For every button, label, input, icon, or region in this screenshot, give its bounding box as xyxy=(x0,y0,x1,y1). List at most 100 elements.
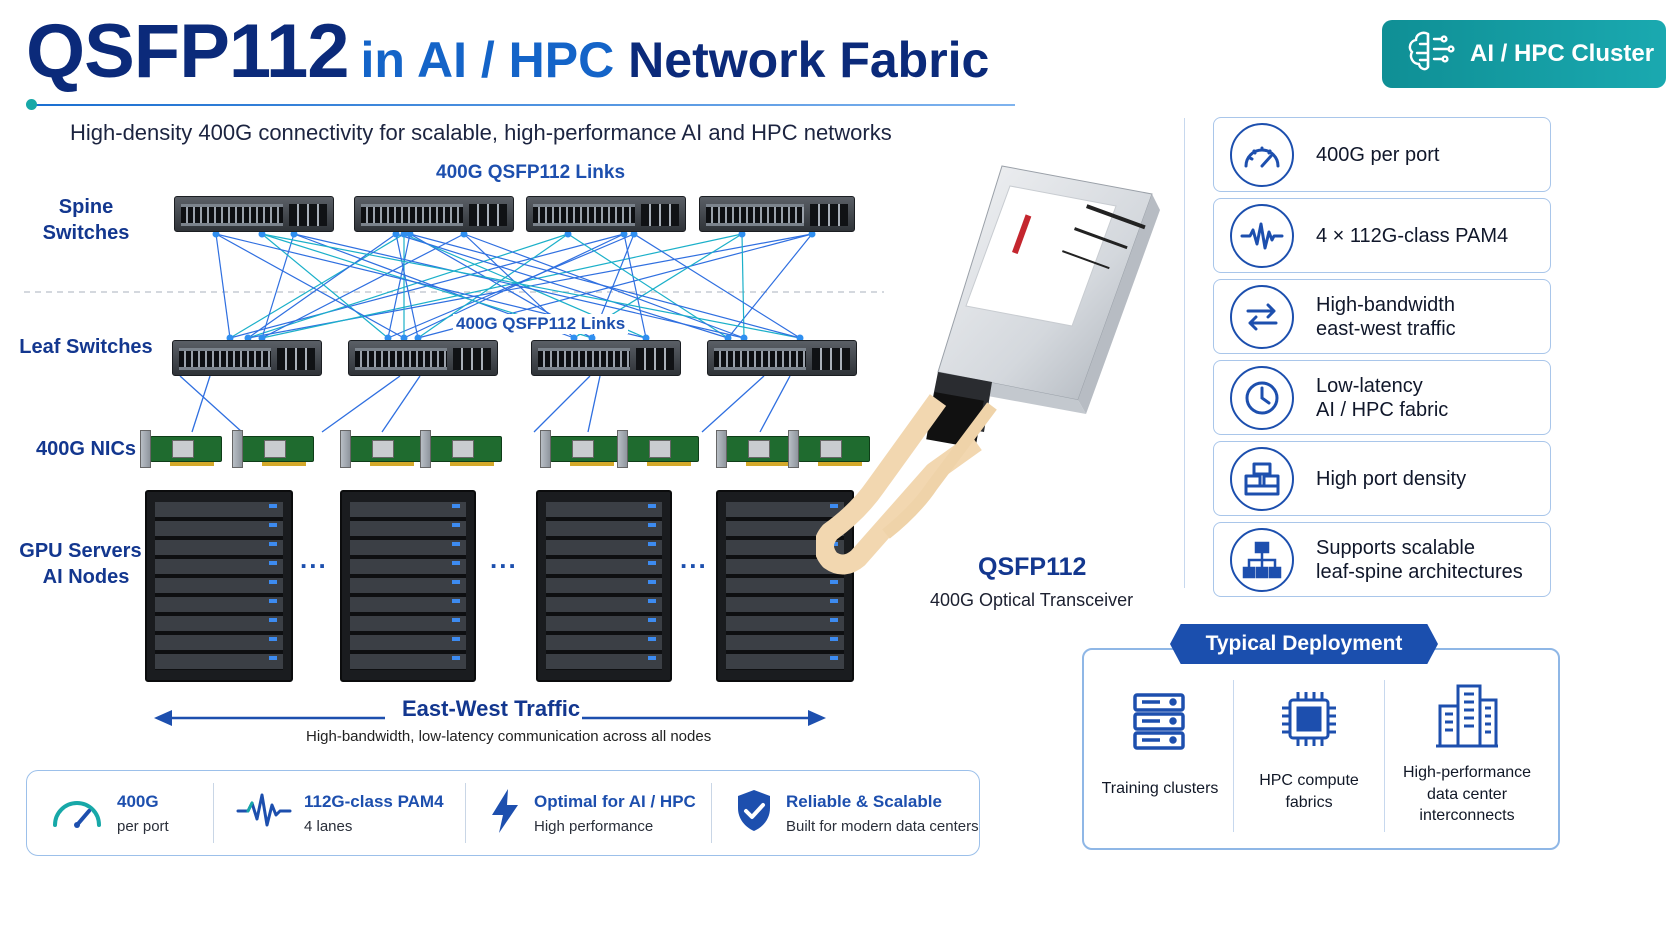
nic-link xyxy=(381,375,421,433)
feature-divider xyxy=(1184,118,1185,588)
port-dot xyxy=(384,334,392,342)
fabric-link xyxy=(261,233,389,339)
nic-card xyxy=(540,430,622,468)
link-label-mid: 400G QSFP112 Links xyxy=(453,314,629,334)
port-dot xyxy=(226,334,234,342)
nic-link xyxy=(759,375,791,433)
ellipsis: ... xyxy=(680,544,708,574)
hierarchy-icon xyxy=(1230,527,1294,592)
port-dot xyxy=(414,334,422,342)
gauge-icon xyxy=(1230,122,1294,187)
port-dot xyxy=(400,230,408,238)
fabric-link xyxy=(417,233,569,339)
spine-switch xyxy=(699,196,855,232)
port-dot xyxy=(620,230,628,238)
feature-card: 400G per port xyxy=(1213,117,1551,192)
highlight-title: 112G-class PAM4 xyxy=(304,791,444,811)
highlight-title: Reliable & Scalable xyxy=(786,791,942,811)
tier-label-leaf: Leaf Switches xyxy=(19,336,153,358)
server-stack-icon xyxy=(1131,692,1187,755)
cluster-badge: AI / HPC Cluster xyxy=(1382,20,1666,88)
port-dot xyxy=(212,230,220,238)
nic-link xyxy=(191,375,211,433)
port-dot xyxy=(630,230,638,238)
port-dot xyxy=(290,230,298,238)
feature-card: 4 × 112G-class PAM4 xyxy=(1213,198,1551,273)
leaf-switch xyxy=(348,340,498,376)
port-dot xyxy=(400,334,408,342)
highlight-title: 400G xyxy=(117,791,159,811)
highlight-title: Optimal for AI / HPC xyxy=(534,791,696,811)
tier-label-gpu: GPU Servers / AI Nodes xyxy=(16,538,156,590)
nic-link xyxy=(179,375,243,433)
port-dot xyxy=(570,334,578,342)
feature-label: 4 × 112G-class PAM4 xyxy=(1316,224,1509,247)
lightning-icon xyxy=(488,787,522,840)
port-dot xyxy=(564,230,572,238)
brain-icon xyxy=(1404,29,1456,80)
east-west-arrow xyxy=(154,710,826,726)
feature-card: High port density xyxy=(1213,441,1551,516)
feature-label: High port density xyxy=(1316,467,1467,490)
fabric-link xyxy=(567,233,729,339)
fabric-link xyxy=(293,233,745,339)
fabric-link xyxy=(247,233,569,339)
port-dot xyxy=(392,230,400,238)
port-dot xyxy=(588,334,596,342)
fabric-link xyxy=(229,233,405,339)
ellipsis: ... xyxy=(300,544,328,574)
port-dot xyxy=(406,230,414,238)
spine-switch xyxy=(354,196,514,232)
link-label-top: 400G QSFP112 Links xyxy=(436,162,626,183)
port-dot xyxy=(460,230,468,238)
shield-check-icon xyxy=(734,788,774,839)
title-main: QSFP112 xyxy=(26,9,350,94)
fabric-link xyxy=(633,233,801,339)
stacked-boxes-icon xyxy=(1230,446,1294,511)
feature-card: Low-latency AI / HPC fabric xyxy=(1213,360,1551,435)
port-dot xyxy=(740,334,748,342)
nic-card xyxy=(232,430,314,468)
highlight-sub: 4 lanes xyxy=(304,817,353,835)
fabric-link xyxy=(395,233,729,339)
nic-link xyxy=(321,375,401,433)
deployment-label: Training clusters xyxy=(1101,780,1219,797)
nic-card xyxy=(617,430,699,468)
network-diagram: Spine Switches Leaf Switches 400G NICs G… xyxy=(0,160,1000,810)
fabric-link xyxy=(247,233,397,339)
leaf-switch xyxy=(707,340,857,376)
feature-label: 400G per port xyxy=(1316,143,1440,166)
port-dot xyxy=(258,230,266,238)
fabric-link xyxy=(215,233,405,339)
transceiver-name: QSFP112 xyxy=(978,553,1087,581)
spine-switch xyxy=(174,196,334,232)
leaf-switch xyxy=(172,340,322,376)
tier-label-nics: 400G NICs xyxy=(35,438,137,460)
title-underline xyxy=(30,104,1015,106)
gpu-server-rack xyxy=(340,490,476,682)
fabric-link xyxy=(727,233,813,339)
feature-label: Low-latency AI / HPC fabric xyxy=(1316,374,1449,421)
port-dot xyxy=(738,230,746,238)
east-west-subtitle: High-bandwidth, low-latency communicatio… xyxy=(306,728,712,745)
nic-link xyxy=(533,375,591,433)
deployment-title: Typical Deployment xyxy=(1170,624,1438,664)
fabric-link xyxy=(387,233,411,339)
bidirectional-arrows-icon xyxy=(1230,284,1294,349)
fabric-link xyxy=(261,233,801,339)
waveform-icon xyxy=(1230,203,1294,268)
transceiver-description: 400G Optical Transceiver xyxy=(930,590,1134,610)
highlight-sub: Built for modern data centers xyxy=(786,817,979,835)
cpu-chip-icon xyxy=(1278,688,1340,755)
feature-label: High-bandwidth east-west traffic xyxy=(1316,293,1456,340)
port-dot xyxy=(724,334,732,342)
port-dot xyxy=(244,334,252,342)
title-underline-dot xyxy=(26,99,37,110)
nic-link xyxy=(701,375,765,433)
feature-card: Supports scalable leaf-spine architectur… xyxy=(1213,522,1551,597)
nic-card xyxy=(420,430,502,468)
